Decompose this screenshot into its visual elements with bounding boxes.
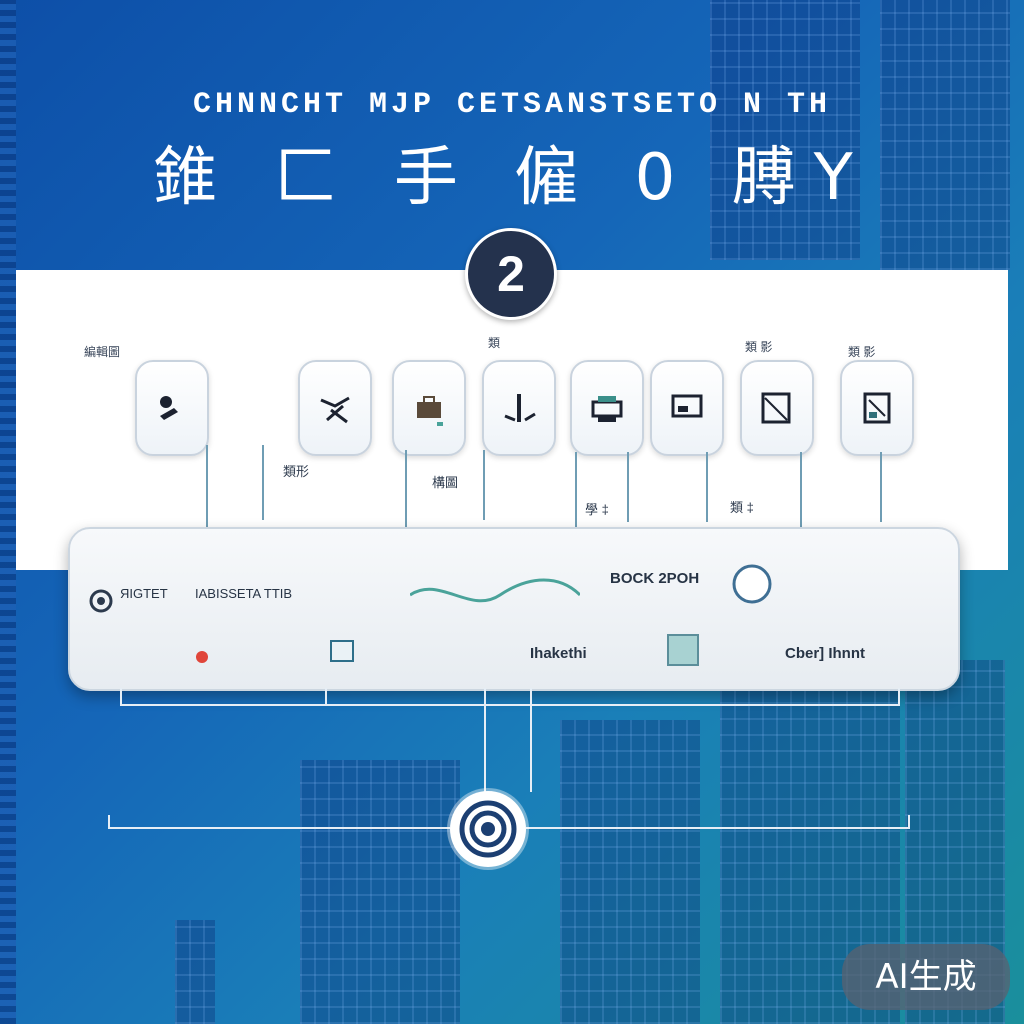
bracket-line [484,688,486,792]
top-label: 類 影 [848,345,876,359]
connector-line [800,452,802,538]
connector-line [206,445,208,535]
top-label: 類 [488,336,501,350]
target-icon-graphic [459,800,517,858]
title-chinese: 錐 匚 手 僱 0 膊Υ [153,141,871,215]
background-building [880,0,1010,270]
step-number-badge: 2 [465,228,557,320]
frame-icon [761,392,791,424]
icon-card-printer[interactable] [570,360,644,456]
connector-line [706,452,708,522]
top-label: 類 影 [745,340,773,354]
mid-label: 類 ‡ [730,500,754,515]
figure-icon [504,394,536,422]
background-building [710,0,860,260]
target-icon[interactable] [450,791,526,867]
icon-card-monitor[interactable] [650,360,724,456]
background-building [560,720,700,1024]
tray-label: ЯIGTET [120,586,168,601]
icon-card-person[interactable] [135,360,209,456]
connector-line [262,445,264,520]
magnifier-icon [732,564,772,604]
icon-card-briefcase[interactable] [392,360,466,456]
briefcase-icon [417,396,443,426]
icon-card-document[interactable] [840,360,914,456]
bracket-line [908,815,910,829]
bracket-line [120,688,122,704]
bracket-line [120,704,900,706]
printer-icon [591,396,623,422]
background-building [300,760,460,1024]
background-building [175,920,215,1024]
monitor-icon [330,640,354,662]
top-label: 編輯圖 [84,345,121,359]
bracket-line [325,688,327,704]
bracket-line [530,688,532,792]
wave-icon [410,578,580,603]
pin-icon [196,651,208,663]
icon-card-stamp[interactable] [298,360,372,456]
gear-icon [89,589,113,613]
mid-label: 類形 [283,464,310,479]
title-english: CHNNCHT MJP CETSANSTSETO N TH [192,88,832,122]
icon-card-figure[interactable] [482,360,556,456]
person-icon [160,396,178,420]
ai-generated-watermark: AI生成 [842,944,1010,1010]
icon-card-frame[interactable] [740,360,814,456]
bracket-line [898,688,900,704]
connector-line [575,452,577,538]
connector-line [627,452,629,522]
mid-label: 構圖 [432,475,459,490]
connector-line [880,452,882,522]
monitor-icon [671,394,703,418]
connection-tray [68,527,960,691]
left-edge-strip [0,0,16,1024]
box-icon [667,634,699,666]
bracket-line [108,827,450,829]
tray-label: Ihakethi [530,645,587,662]
document-icon [863,392,891,424]
tray-label: BOCK 2POH [610,570,700,587]
connector-line [405,450,407,540]
tray-label: IABISSETA TTIB [195,586,293,601]
mid-label: 學 ‡ [585,502,609,517]
bracket-line [526,827,910,829]
tray-label: Cber] Ihnnt [785,645,865,662]
stamp-icon [320,396,350,424]
bracket-line [108,815,110,829]
connector-line [483,450,485,520]
